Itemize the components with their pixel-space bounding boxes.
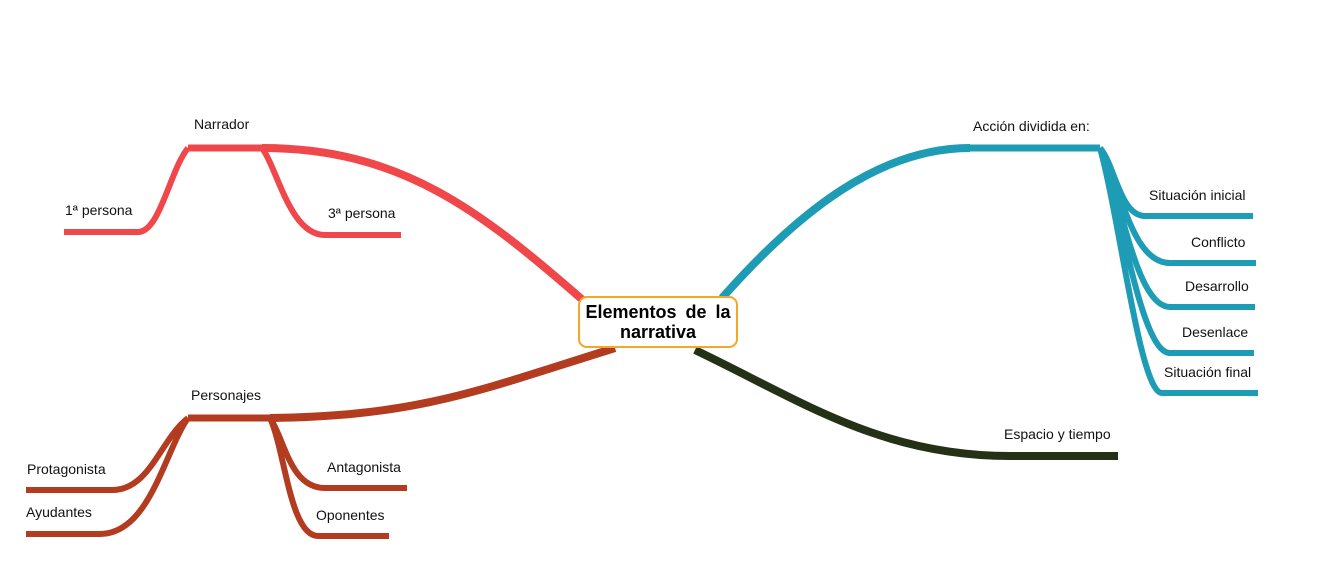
topic-accion[interactable]: Acción dividida en: <box>973 118 1090 134</box>
subtopic-situacion-final[interactable]: Situación final <box>1164 364 1252 380</box>
subtopic-primera-persona[interactable]: 1ª persona <box>65 202 133 218</box>
subtopic-ayudantes[interactable]: Ayudantes <box>26 504 92 520</box>
subtopic-conflicto[interactable]: Conflicto <box>1191 234 1246 250</box>
topic-personajes[interactable]: Personajes <box>191 387 262 403</box>
subtopic-tercera-persona[interactable]: 3ª persona <box>328 205 396 221</box>
subtopic-desenlace[interactable]: Desenlace <box>1182 324 1249 340</box>
accion-links <box>719 144 1258 396</box>
subtopic-desarrollo[interactable]: Desarrollo <box>1185 278 1249 294</box>
personajes-links <box>26 344 617 539</box>
central-topic-label: Elementos de la narrativa <box>585 302 731 342</box>
subtopic-protagonista[interactable]: Protagonista <box>27 461 106 477</box>
topic-narrador[interactable]: Narrador <box>194 116 250 132</box>
central-topic[interactable]: Elementos de la narrativa <box>578 296 738 348</box>
subtopic-situacion-inicial[interactable]: Situación inicial <box>1149 187 1246 203</box>
subtopic-oponentes[interactable]: Oponentes <box>316 507 385 523</box>
subtopic-antagonista[interactable]: Antagonista <box>327 459 401 475</box>
topic-espacio-tiempo[interactable]: Espacio y tiempo <box>1004 426 1111 442</box>
espacio-links <box>693 346 1118 460</box>
narrador-links <box>64 144 588 306</box>
